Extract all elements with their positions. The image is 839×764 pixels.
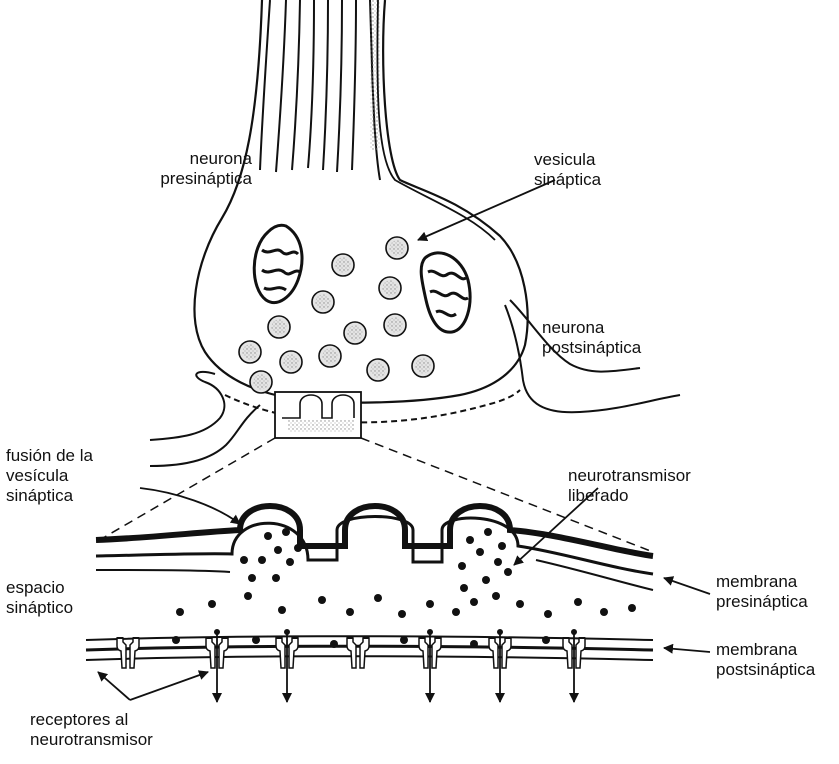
label-postsynaptic-membrane: membrana postsináptica xyxy=(716,640,815,680)
presynaptic-membrane-magnified xyxy=(96,506,653,590)
label-arrows xyxy=(98,180,710,700)
label-vesicle-fusion: fusión de la vesícula sináptica xyxy=(6,446,93,506)
label-presynaptic-membrane: membrana presináptica xyxy=(716,572,808,612)
label-released-neurotransmitter: neurotransmisor liberado xyxy=(568,466,691,506)
mitochondrion-right xyxy=(421,253,470,332)
label-synaptic-space: espacio sináptico xyxy=(6,578,73,618)
neurotransmitter-receptors xyxy=(117,638,585,668)
axon xyxy=(260,0,380,180)
label-presynaptic-neuron: neurona presináptica xyxy=(130,149,252,189)
label-receptors: receptores al neurotransmisor xyxy=(30,710,153,750)
label-synaptic-vesicle: vesicula sináptica xyxy=(534,150,601,190)
signal-arrows xyxy=(217,632,574,702)
label-postsynaptic-neuron: neurona postsináptica xyxy=(542,318,641,358)
mitochondrion-left xyxy=(254,225,302,302)
zoom-inset xyxy=(275,392,361,438)
